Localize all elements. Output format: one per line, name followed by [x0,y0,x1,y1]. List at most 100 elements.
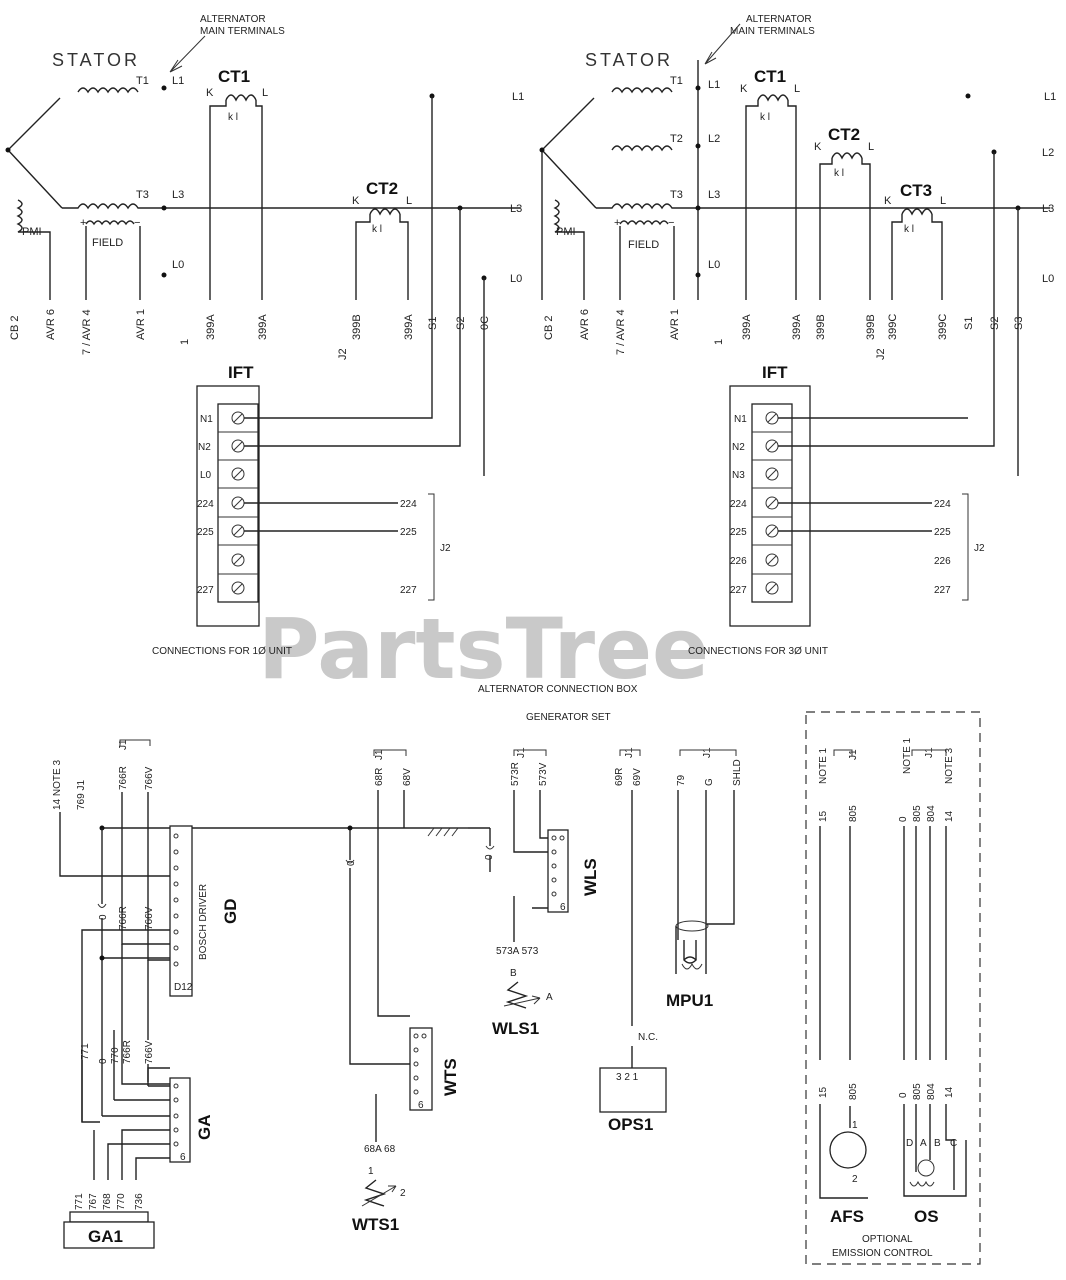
mpu-section: J1 79 G SHLD MPU1 [666,747,743,1010]
watermark: PartsTree [258,600,709,698]
gd-connector [169,825,193,997]
svg-text:224: 224 [400,499,417,510]
svg-text:14 NOTE 3: 14 NOTE 3 [52,760,63,810]
svg-text:766R: 766R [118,906,129,930]
svg-text:68V: 68V [402,768,413,786]
generator-set-title: GENERATOR SET [526,712,611,723]
svg-text:1: 1 [368,1166,374,1177]
l0-terminal: L0 [172,259,184,271]
svg-text:805: 805 [912,805,923,822]
svg-text:399A: 399A [205,314,217,340]
svg-text:6: 6 [560,902,566,913]
pmi-coil [16,199,51,300]
svg-text:805: 805 [848,1083,859,1100]
ga1-body [63,1221,155,1249]
alt-main-terminals-2: MAIN TERMINALS [200,26,285,37]
stator-label: STATOR [52,50,140,70]
svg-text:+: + [80,217,86,229]
wls-section: J1 573R 573V 6 WLS 573A 573 B A WLS1 [492,747,600,1038]
svg-text:766R: 766R [118,766,129,790]
svg-text:0C: 0C [479,316,491,330]
optional-emission-control: NOTE 1 J1 15 805 15 805 1 2 AFS NOTE 1 J… [805,711,981,1265]
svg-text:k l: k l [228,112,238,123]
svg-text:J1: J1 [118,739,129,750]
svg-text:805: 805 [848,805,859,822]
wts1-label: WTS1 [352,1215,399,1234]
svg-text:3 2 1: 3 2 1 [616,1072,639,1083]
mpu1-pickup-icon [683,940,697,964]
svg-text:225: 225 [400,527,417,538]
os-label: OS [914,1207,939,1226]
svg-text:N1: N1 [734,414,747,425]
mpu1-label: MPU1 [666,991,713,1010]
svg-text:2: 2 [400,1188,406,1199]
svg-text:NOTE 1: NOTE 1 [902,737,913,774]
pmi-label: PMI [22,226,42,238]
ct2-coil-3ph [831,152,863,160]
ga-connector [169,1077,191,1163]
svg-text:1: 1 [852,1120,858,1131]
svg-text:J2: J2 [875,348,887,360]
svg-text:573R: 573R [510,762,521,786]
svg-text:399A: 399A [403,314,415,340]
svg-text:0: 0 [898,1092,909,1098]
svg-text:227: 227 [934,585,951,596]
svg-text:L1: L1 [708,79,720,91]
svg-text:767: 767 [88,1193,99,1210]
svg-text:S1: S1 [963,317,975,330]
svg-text:L1: L1 [1044,91,1056,103]
svg-text:227: 227 [197,585,214,596]
svg-text:0: 0 [98,914,109,920]
ga1-label: GA1 [88,1227,123,1246]
ct3-coil-3ph [901,208,933,216]
wts-label: WTS [441,1058,460,1096]
svg-text:399B: 399B [815,314,827,340]
svg-text:IFT: IFT [762,363,788,382]
wire-labels: CB 2 AVR 6 7 / AVR 4 AVR 1 1 399A 399A J… [9,309,491,360]
coil-t3-3ph [596,203,1050,210]
svg-text:K: K [814,141,822,153]
svg-text:0: 0 [898,816,909,822]
svg-text:NOTE 3: NOTE 3 [944,747,955,784]
svg-text:225: 225 [730,527,747,538]
svg-text:L: L [940,195,946,207]
svg-text:J1: J1 [374,749,385,760]
ops-section: J1 69R 69V N.C. 3 2 1 OPS1 [599,747,667,1134]
ga1-connector [69,1211,149,1223]
svg-text:K: K [884,195,892,207]
t1-label: T1 [136,75,149,87]
alt-main-terminals-1: ALTERNATOR [200,14,266,25]
svg-text:PMI: PMI [556,226,576,238]
svg-text:399A: 399A [257,314,269,340]
svg-text:D12: D12 [174,982,193,993]
caption-3ph: CONNECTIONS FOR 3Ø UNIT [688,646,828,657]
svg-text:L3: L3 [708,189,720,201]
svg-text:CB 2: CB 2 [9,316,21,340]
ga-label: GA [195,1115,214,1141]
svg-text:770: 770 [116,1193,127,1210]
pmi-coil-3ph [553,199,585,300]
svg-text:736: 736 [134,1193,145,1210]
svg-text:L2: L2 [1042,147,1054,159]
svg-text:J1: J1 [516,747,527,758]
svg-text:CT2: CT2 [828,125,860,144]
svg-text:D: D [906,1138,913,1149]
svg-text:399C: 399C [887,314,899,340]
svg-text:227: 227 [730,585,747,596]
svg-text:S2: S2 [455,317,467,330]
svg-text:N1: N1 [200,414,213,425]
os-sensor-icon [917,1159,935,1177]
svg-text:k l: k l [904,224,914,235]
coil-t1-3ph [611,87,673,94]
svg-text:k l: k l [760,112,770,123]
svg-text:AVR 1: AVR 1 [669,309,681,340]
svg-text:2: 2 [852,1174,858,1185]
t3-label: T3 [136,189,149,201]
svg-text:k l: k l [372,224,382,235]
wire-labels-3ph: CB 2 AVR 6 7 / AVR 4 AVR 1 1 399A 399A 3… [543,309,1025,360]
svg-text:AVR 1: AVR 1 [135,309,147,340]
svg-text:224: 224 [730,499,747,510]
svg-text:768: 768 [102,1193,113,1210]
field-coil [85,220,135,226]
